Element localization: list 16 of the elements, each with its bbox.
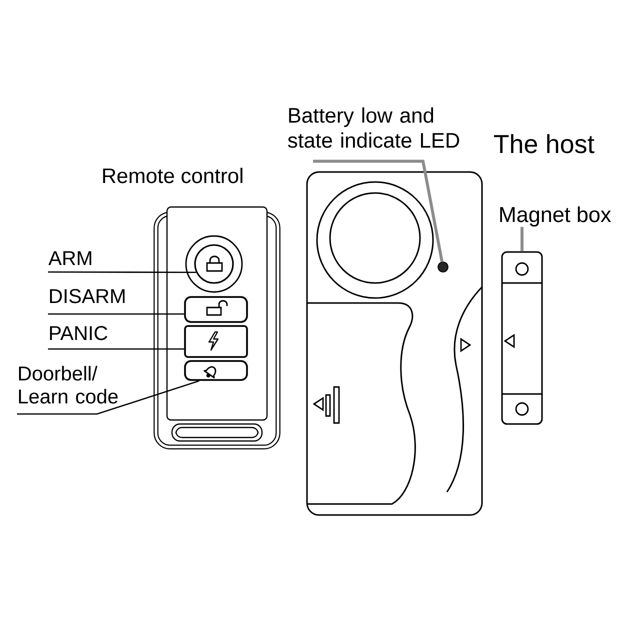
callout-label: PANIC xyxy=(50,326,108,340)
leader-line xyxy=(520,226,524,252)
callout-label: Magnet box xyxy=(500,206,612,226)
leader-line xyxy=(313,160,444,262)
callout-label: DISARM xyxy=(50,289,125,304)
indicator-led xyxy=(438,262,448,272)
heading: The host xyxy=(494,134,594,154)
leader-line xyxy=(17,380,200,415)
callout-label: Doorbell/ Learn code xyxy=(19,366,118,404)
leader-line xyxy=(48,313,184,315)
magnet-box xyxy=(501,251,543,425)
heading: Remote control xyxy=(103,168,242,184)
leader-line xyxy=(48,348,184,350)
callout-label: Battery low and state indicate LED xyxy=(288,107,460,148)
callout-label: ARM xyxy=(48,251,92,265)
leader-line xyxy=(48,271,196,274)
